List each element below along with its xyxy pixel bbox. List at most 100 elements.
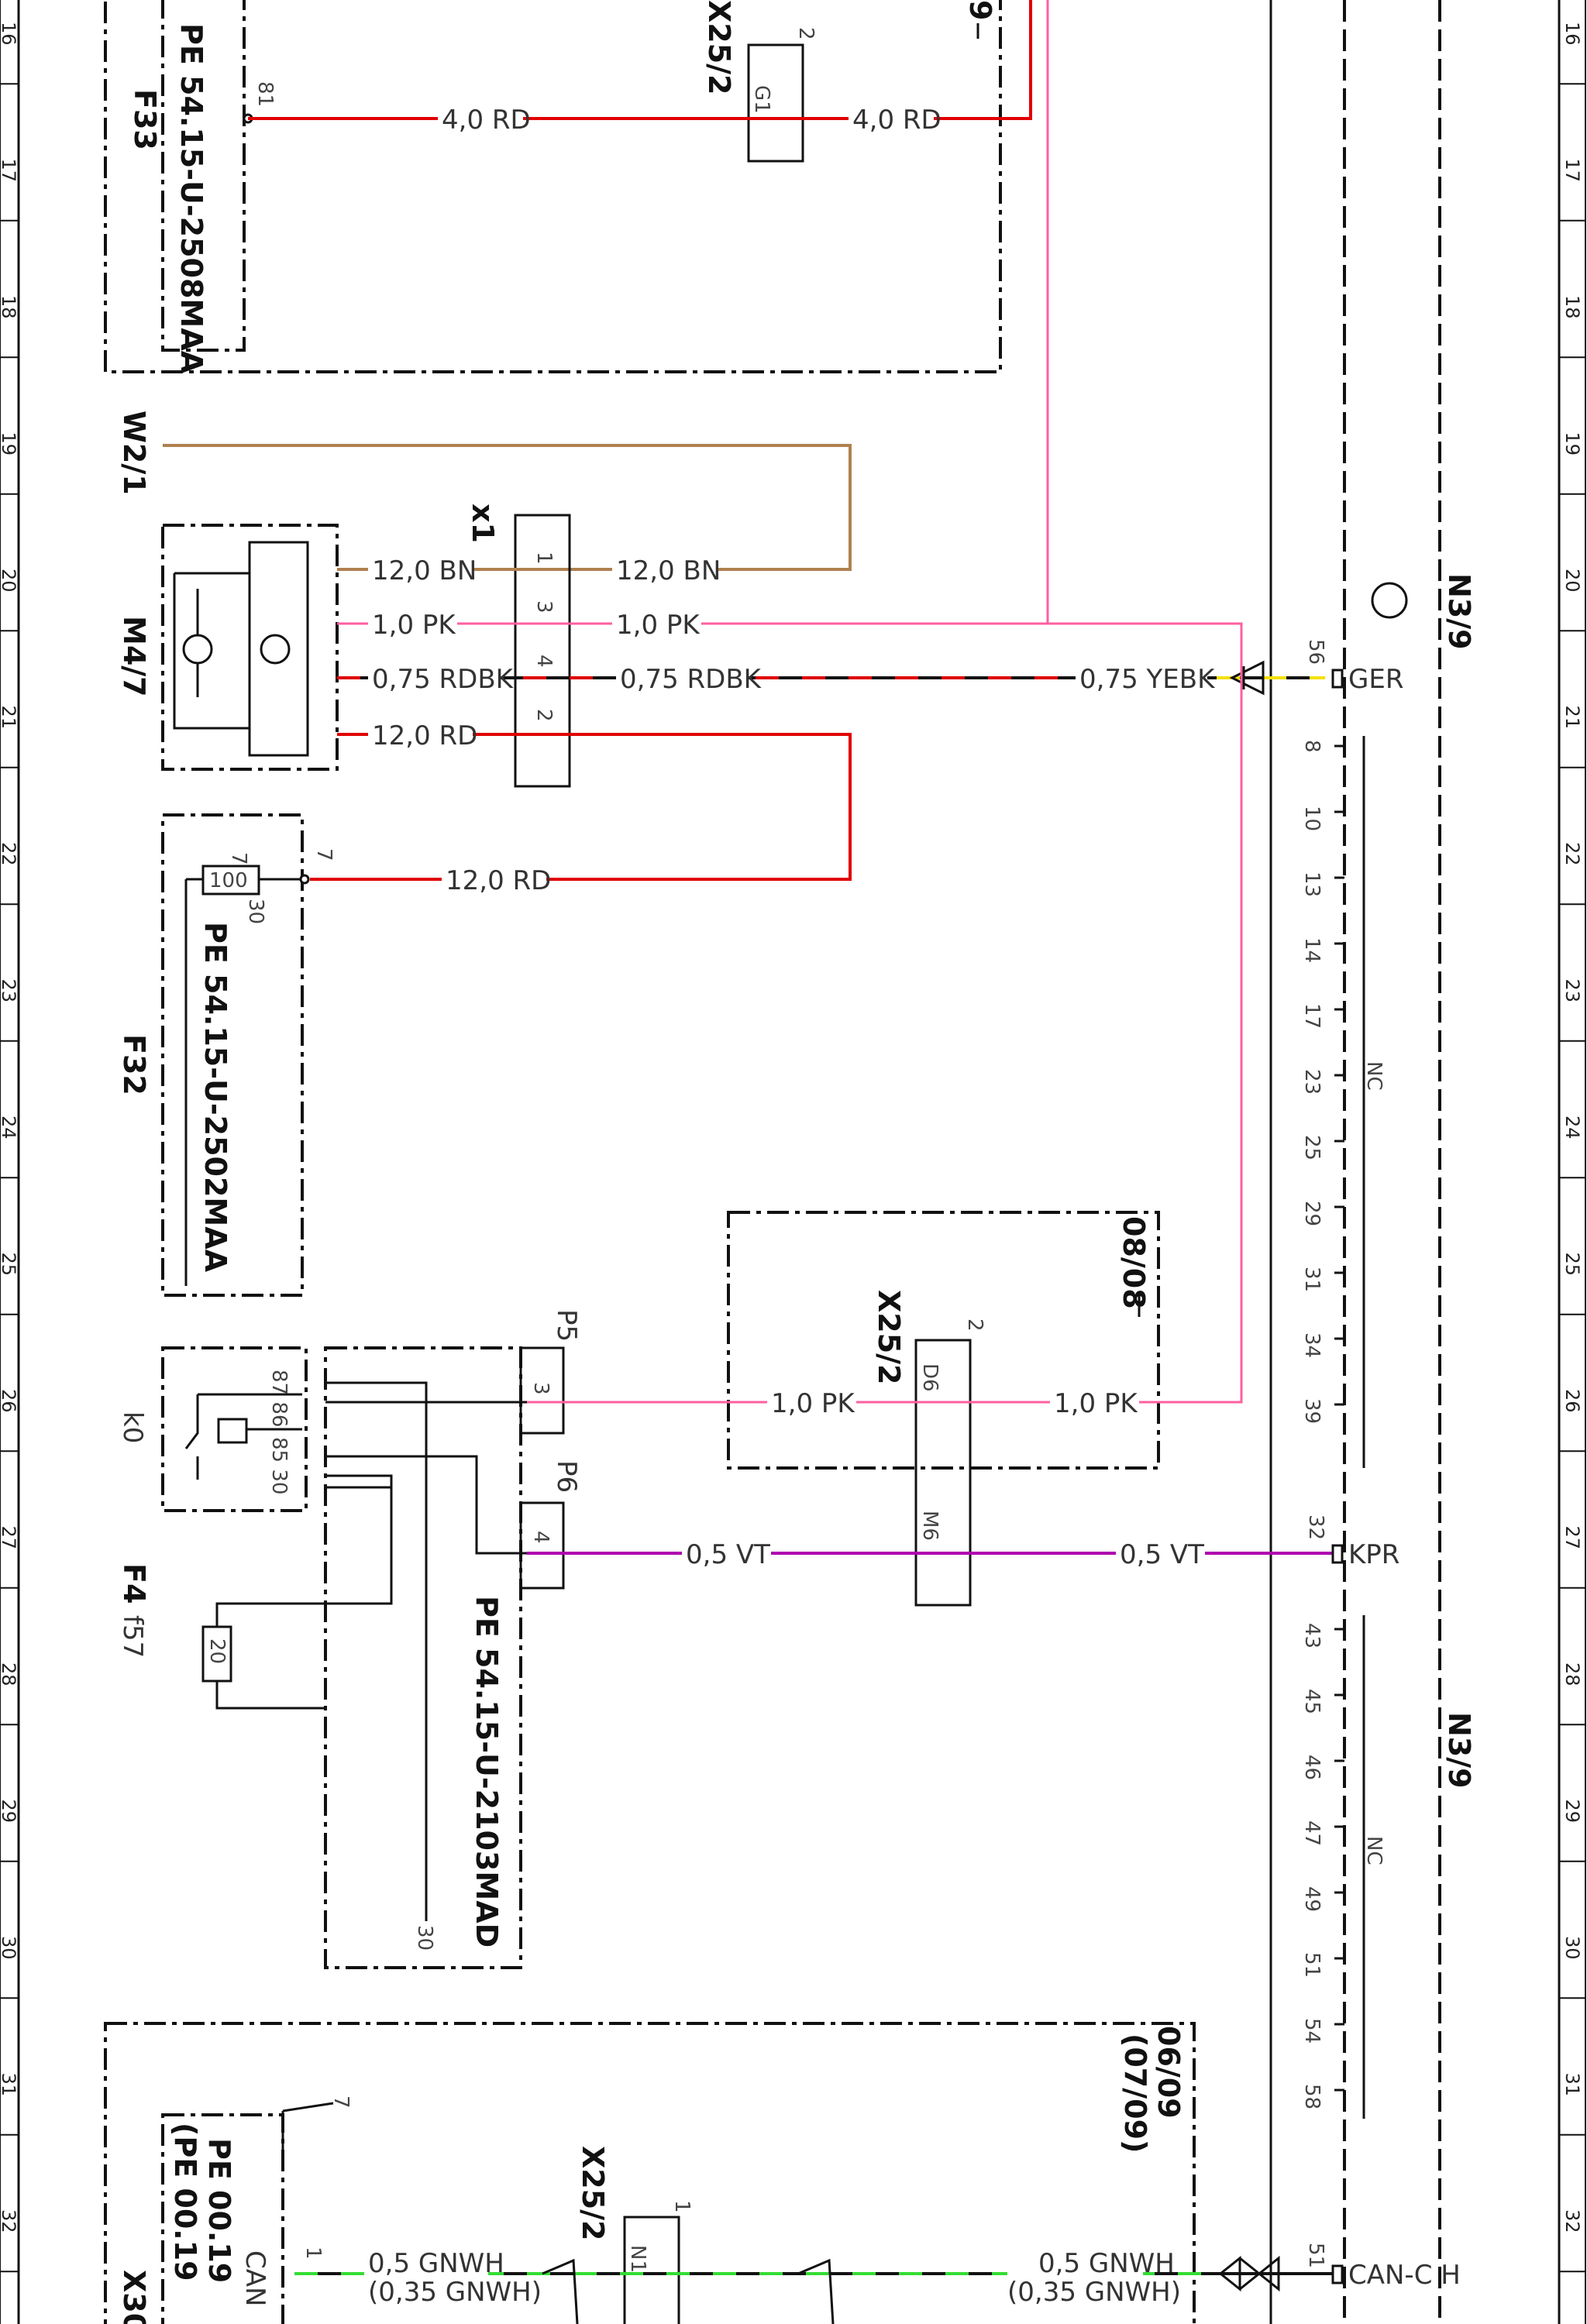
x252-mid-pin-d6: D6 <box>918 1363 942 1392</box>
ger-terminal <box>1331 669 1344 689</box>
w7-bg <box>368 662 500 693</box>
box-0808 <box>727 1211 1160 1470</box>
m47-internal <box>173 572 250 730</box>
nc-label-2: NC <box>1362 1836 1386 1865</box>
f33-pin: 81 <box>253 81 277 107</box>
nc-label-1: NC <box>1362 1061 1386 1091</box>
ruler-label-right: 22 <box>1561 842 1583 866</box>
ruler-label-left: 28 <box>0 1662 19 1686</box>
x1-pin-2: 2 <box>532 709 556 722</box>
f32-reference: PE 54.15-U-2502MAA <box>198 922 232 1273</box>
pin-label: 45 <box>1300 1689 1324 1714</box>
x252-top-connector <box>747 43 804 163</box>
k0-switch <box>184 1393 302 1480</box>
f33-fuse-box <box>161 0 246 352</box>
ruler-label-right: 32 <box>1561 2209 1583 2233</box>
f33-enclosure <box>104 0 1002 373</box>
ruler-label-right: 16 <box>1561 22 1583 46</box>
pin-label: 14 <box>1300 937 1324 963</box>
ruler-label-left: 29 <box>0 1800 19 1824</box>
ruler-label-right: 26 <box>1561 1389 1583 1413</box>
pin-label: 39 <box>1300 1398 1324 1424</box>
m47-module <box>248 541 309 757</box>
w2-label: 4,0 RD <box>852 105 942 136</box>
ruler-label-right: 31 <box>1561 2073 1583 2097</box>
w14-label: 0,5 VT <box>686 1539 770 1570</box>
pin-label: 17 <box>1300 1003 1324 1029</box>
x30-lead <box>281 2102 334 2161</box>
pin-label: 8 <box>1300 740 1324 753</box>
x252-bot-label: X25/2 <box>576 2146 610 2241</box>
w1-bg <box>438 103 523 134</box>
w10-label: 12,0 RD <box>372 720 477 751</box>
w6-label: 1,0 PK <box>616 610 701 641</box>
w21-label: W2/1 <box>117 411 151 495</box>
x252-top-pin: G1 <box>750 85 773 114</box>
can-plug-icon <box>1218 2255 1280 2292</box>
ruler-label-right: 25 <box>1561 1253 1583 1277</box>
p6-connector <box>519 1501 565 1590</box>
box-0609 <box>104 2022 1196 2324</box>
pin-label: 34 <box>1300 1332 1324 1358</box>
f32-pin: 7 <box>312 848 336 861</box>
pin-label: 49 <box>1300 1886 1324 1912</box>
left-ruler <box>0 0 20 2324</box>
ruler-label-left: 31 <box>0 2073 19 2097</box>
ruler-label-left: 25 <box>0 1253 19 1277</box>
w16a-label: 0,5 GNWH <box>368 2248 504 2279</box>
w17b-label: (0,35 GNWH) <box>1007 2277 1181 2308</box>
x252-mid-num: 2 <box>963 1318 986 1332</box>
w11-bg <box>442 864 546 895</box>
ruler-label-right: 18 <box>1561 295 1583 319</box>
x30-pin: 1 <box>301 2247 325 2260</box>
w14-bg <box>682 1538 771 1569</box>
w1-label: 4,0 RD <box>442 105 531 136</box>
x30-label: X30 <box>117 2270 151 2324</box>
w16b-label: (0,35 GNWH) <box>368 2277 542 2308</box>
f32-fuse-value: 100 <box>209 869 248 892</box>
w17a-label: 0,5 GNWH <box>1038 2248 1175 2279</box>
pin-label: 10 <box>1300 806 1324 831</box>
ruler-label-right: 27 <box>1561 1526 1583 1550</box>
pin-label: 31 <box>1300 1267 1324 1292</box>
w4-label: 12,0 BN <box>616 555 721 586</box>
ruler-label-left: 18 <box>0 295 19 319</box>
ruler-label-left: 24 <box>0 1116 19 1140</box>
ruler-label-right: 20 <box>1561 569 1583 593</box>
ger-plug-icon <box>1229 660 1265 696</box>
ruler-label-left: 22 <box>0 842 19 866</box>
pin-label: 25 <box>1300 1135 1324 1160</box>
ruler-label-left: 30 <box>0 1936 19 1960</box>
w5-label: 1,0 PK <box>372 610 456 641</box>
p6-pin: 4 <box>529 1531 553 1544</box>
f33-label: F33 <box>128 89 162 150</box>
f4-pin-30: 30 <box>413 1925 436 1951</box>
box-0808-label: 08/08 <box>1117 1216 1151 1309</box>
ruler-label-left: 32 <box>0 2209 19 2233</box>
x252-mid-label: X25/2 <box>872 1290 906 1385</box>
f32-terminal <box>299 874 310 885</box>
ruler-label-right: 28 <box>1561 1662 1583 1686</box>
n39-sensor-icon <box>1371 582 1408 619</box>
x252-bot-num: 1 <box>670 2200 694 2213</box>
ruler-label-right: 23 <box>1561 979 1583 1003</box>
k0-pins-bottom: 85 30 <box>267 1437 291 1494</box>
w6-bg <box>612 608 701 639</box>
canh-terminal <box>1331 2264 1344 2284</box>
w5-bg <box>368 608 457 639</box>
k0-reference: PE 54.15-U-2103MAD <box>470 1596 504 1948</box>
w8-bg <box>616 662 748 693</box>
ruler-label-left: 21 <box>0 706 19 730</box>
pin-label: 46 <box>1300 1755 1324 1780</box>
p5-connector <box>519 1346 565 1435</box>
w13-label: 1,0 PK <box>1054 1388 1138 1419</box>
w12-bg <box>767 1387 856 1418</box>
w7-label: 0,75 RDBK <box>372 664 515 695</box>
pin-label: 58 <box>1300 2084 1324 2109</box>
w15-bg <box>1116 1538 1205 1569</box>
pin-32-label: 32 <box>1304 1514 1327 1540</box>
right-ruler <box>1558 0 1586 2324</box>
ruler-label-left: 27 <box>0 1526 19 1550</box>
f4-sub-label: f57 <box>117 1615 148 1658</box>
